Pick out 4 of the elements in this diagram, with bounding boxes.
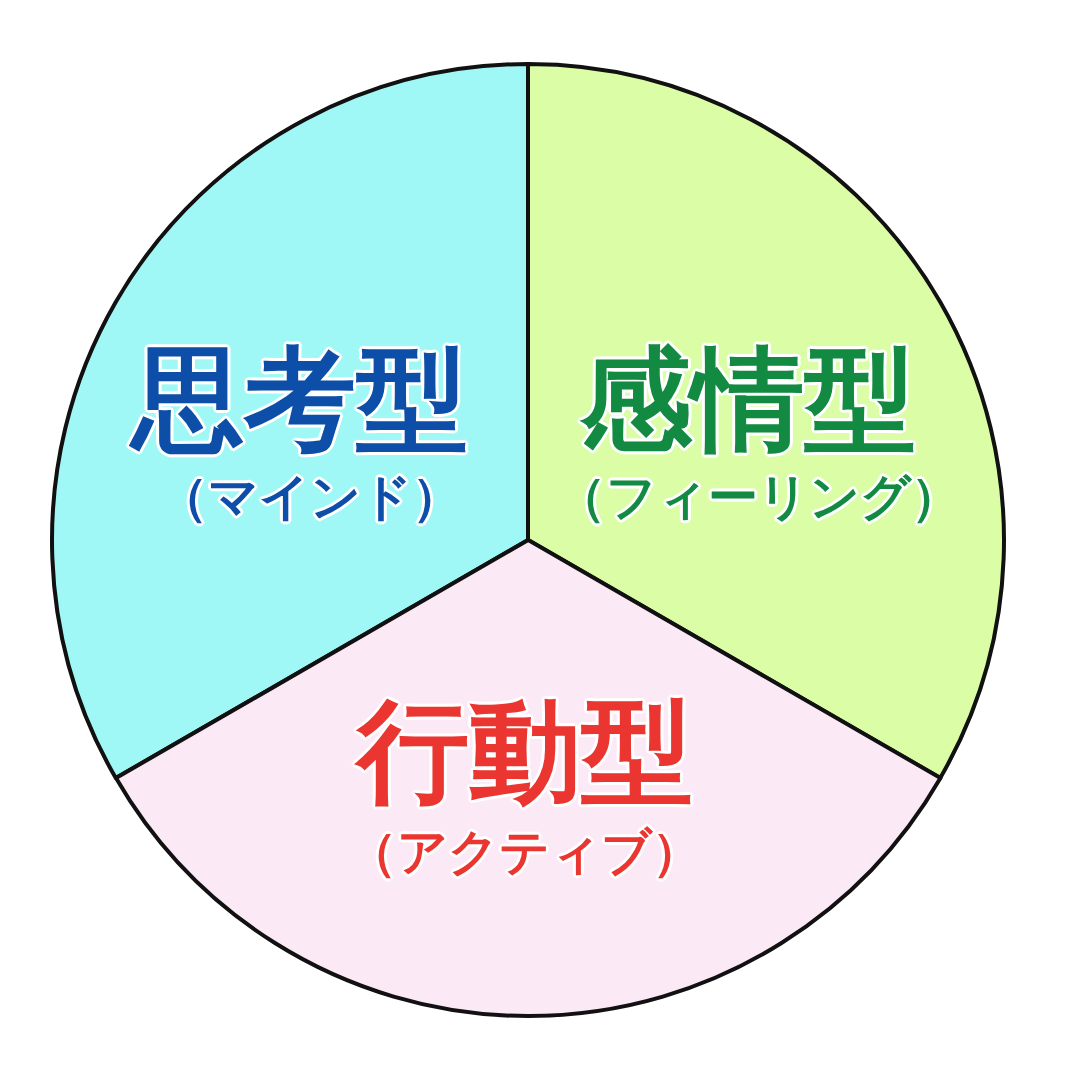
- category-subtitle: （マインド）: [158, 470, 462, 524]
- category-subtitle: （アクティブ）: [347, 825, 703, 879]
- category-label: 感情型: [580, 341, 916, 459]
- category-subtitle: （フィーリング）: [555, 470, 961, 524]
